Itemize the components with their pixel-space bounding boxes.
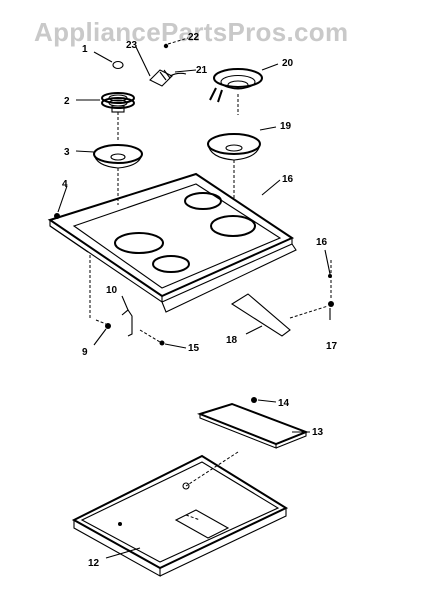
callout-2: 2: [64, 96, 70, 107]
part-14-screw: [251, 397, 277, 403]
part-23-screw: [135, 46, 151, 77]
callout-16-top: 16: [282, 174, 294, 185]
callout-22: 22: [188, 32, 200, 43]
part-19-drip-pan-large: [207, 126, 277, 200]
callout-16-side: 16: [316, 237, 328, 248]
callout-9: 9: [82, 347, 88, 358]
callout-21: 21: [196, 65, 208, 76]
part-2-surface-element-small: [76, 92, 135, 140]
part-16-cooktop: [47, 172, 297, 313]
part-15-screw: [139, 329, 187, 349]
callout-12: 12: [88, 558, 100, 569]
callout-4: 4: [62, 179, 68, 190]
callout-15: 15: [188, 343, 200, 354]
part-9-screw: [93, 319, 111, 346]
callout-13: 13: [312, 427, 324, 438]
watermark-text: AppliancePartsPros.com: [34, 17, 348, 47]
callout-10: 10: [106, 285, 118, 296]
part-4-screw: [54, 185, 68, 219]
part-10-bracket: [89, 255, 133, 337]
part-3-drip-pan-small: [75, 144, 143, 205]
part-12-bottom-plate: [71, 451, 289, 577]
callout-17: 17: [326, 341, 338, 352]
callout-14: 14: [278, 398, 290, 409]
callout-18: 18: [226, 335, 238, 346]
part-17-screw: [289, 260, 334, 320]
part-18-shield: [230, 293, 291, 337]
part-16-screw: [324, 249, 332, 278]
part-20-surface-element-large: [209, 63, 279, 115]
part-1-knob: [93, 51, 124, 70]
callout-3: 3: [64, 147, 70, 158]
callout-23: 23: [126, 40, 138, 51]
part-13-rear-panel: [196, 402, 310, 449]
callout-1: 1: [82, 44, 88, 55]
callout-19: 19: [280, 121, 292, 132]
part-22-screw: [163, 37, 189, 49]
callout-20: 20: [282, 58, 294, 69]
part-21-terminal-block: [149, 69, 197, 87]
